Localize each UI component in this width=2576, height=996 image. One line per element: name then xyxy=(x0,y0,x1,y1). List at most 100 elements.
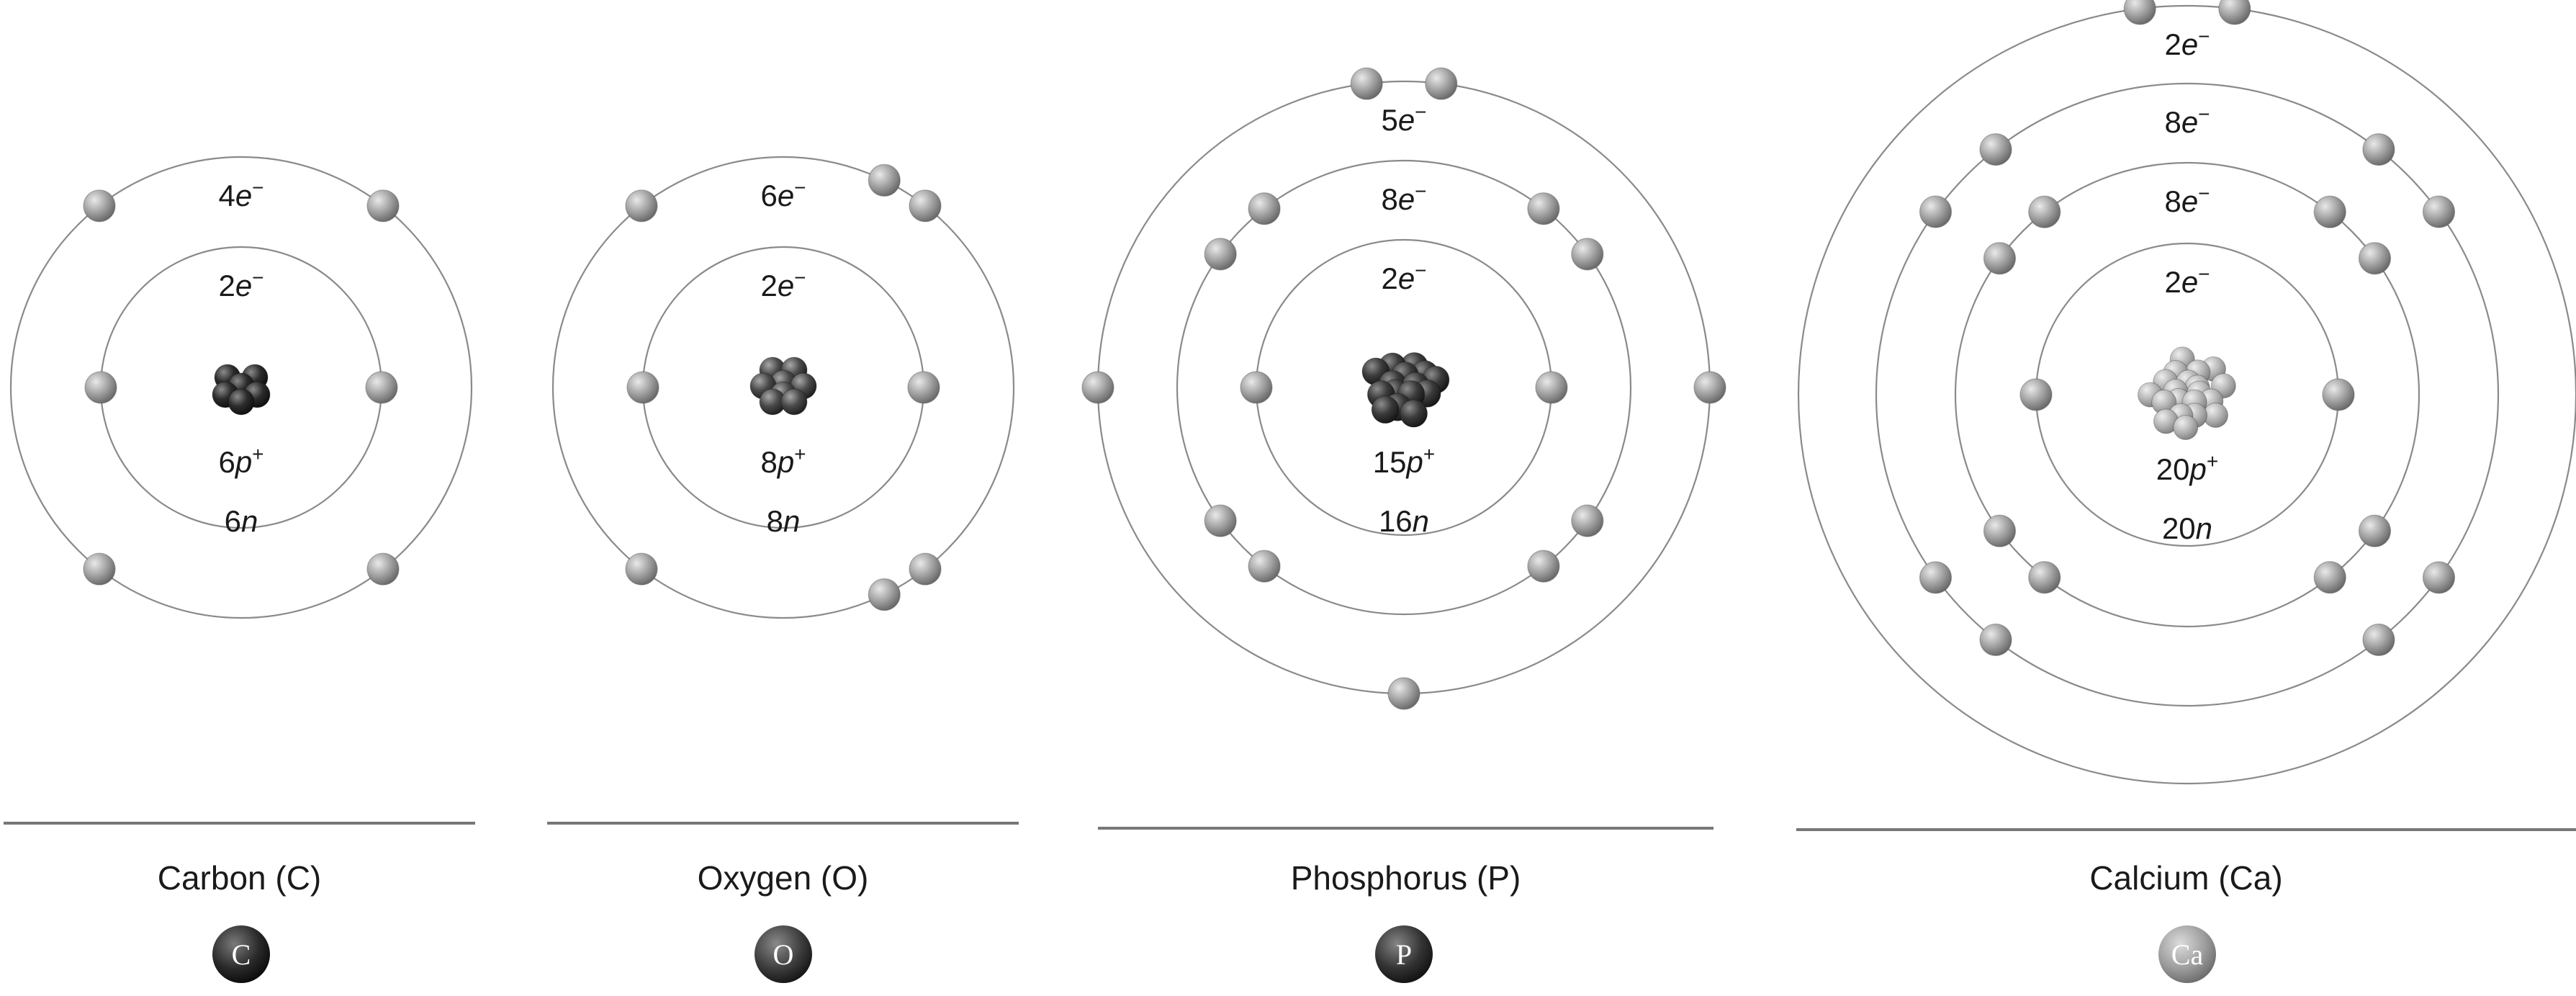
shell-1-label: 2e− xyxy=(218,266,264,302)
electron xyxy=(1204,504,1237,537)
shell-2-label: 6e− xyxy=(760,176,806,212)
shell-2-label: 4e− xyxy=(218,176,264,212)
electron xyxy=(626,371,659,404)
electron xyxy=(1527,192,1560,225)
shell-1-label-charge: − xyxy=(2198,263,2210,285)
electron xyxy=(2028,561,2061,594)
proton-label-charge: + xyxy=(2207,450,2218,472)
electron xyxy=(2218,0,2251,25)
element-symbol-sphere xyxy=(1375,925,1433,983)
electron xyxy=(2313,195,2346,228)
neutron-label-count: 16 xyxy=(1379,504,1413,538)
element-name: Calcium (Ca) xyxy=(2089,859,2282,897)
orbit-shell-2 xyxy=(1954,161,2420,628)
shell-3-label-count: 5 xyxy=(1381,103,1397,137)
proton-label-unit: p xyxy=(234,445,252,479)
electron xyxy=(2362,623,2395,657)
electron xyxy=(907,371,940,404)
shell-1-label: 2e− xyxy=(760,266,806,302)
shell-1-label-unit: e xyxy=(1398,261,1415,295)
nucleon xyxy=(1371,395,1400,424)
proton-label-unit: p xyxy=(776,445,794,479)
electron xyxy=(366,552,400,586)
shell-1-label-unit: e xyxy=(778,269,794,302)
electron xyxy=(1571,238,1604,271)
electron xyxy=(2028,195,2061,228)
electron xyxy=(2322,378,2355,411)
electron xyxy=(868,578,901,611)
electron xyxy=(366,189,400,223)
shell-2-label-count: 4 xyxy=(218,179,235,212)
electron xyxy=(1081,371,1114,404)
element-symbol-sphere xyxy=(755,925,812,983)
electron xyxy=(1979,133,2012,166)
neutron-label: 6n xyxy=(225,504,258,538)
shell-1-label-charge: − xyxy=(794,266,806,289)
element-symbol: O xyxy=(773,938,794,971)
electron xyxy=(2123,0,2156,25)
electron xyxy=(1204,238,1237,271)
electron xyxy=(2019,378,2053,411)
shell-1-label-count: 2 xyxy=(760,269,777,302)
nucleon xyxy=(2173,415,2199,441)
orbit-shell-4 xyxy=(1798,5,2576,784)
electron xyxy=(909,552,942,586)
element-name: Carbon (C) xyxy=(158,859,322,897)
electron xyxy=(1350,67,1383,100)
shell-1-label-charge: − xyxy=(1415,259,1426,282)
nucleus xyxy=(2138,346,2236,441)
shell-1-label-unit: e xyxy=(235,269,252,302)
electron xyxy=(868,163,901,197)
shell-1-label-count: 2 xyxy=(218,269,235,302)
neutron-label: 16n xyxy=(1379,504,1429,538)
neutron-label-count: 20 xyxy=(2162,511,2196,545)
shell-2-label: 8e− xyxy=(1381,180,1426,216)
proton-label-count: 20 xyxy=(2156,452,2190,486)
element-symbol: C xyxy=(232,938,251,971)
shell-2-label-charge: − xyxy=(252,176,264,199)
electron xyxy=(1240,371,1273,404)
shell-3-label-charge: − xyxy=(2198,103,2210,125)
proton-label-count: 8 xyxy=(760,445,777,479)
shell-4-label-charge: − xyxy=(2198,25,2210,48)
nucleon xyxy=(228,388,255,416)
nucleus xyxy=(212,364,271,416)
shell-1-label-count: 2 xyxy=(2164,265,2181,299)
neutron-label: 8n xyxy=(767,504,801,538)
neutron-label-count: 8 xyxy=(767,504,783,538)
neutron-label-unit: n xyxy=(2196,511,2212,545)
electron xyxy=(1387,677,1420,710)
proton-label-unit: p xyxy=(1405,445,1423,479)
electron xyxy=(625,189,658,223)
element-symbol: Ca xyxy=(2171,938,2204,971)
shell-4-label-unit: e xyxy=(2181,27,2198,61)
proton-label: 15p+ xyxy=(1373,443,1435,479)
electron xyxy=(1983,242,2017,275)
electron xyxy=(1248,549,1281,583)
nucleus xyxy=(749,356,817,416)
shell-2-label-unit: e xyxy=(235,179,252,212)
electron xyxy=(83,189,116,223)
electron xyxy=(2422,561,2456,594)
shell-2-label-charge: − xyxy=(2198,182,2210,205)
electron xyxy=(2358,242,2392,275)
electron xyxy=(1919,195,1953,228)
proton-label: 8p+ xyxy=(760,443,806,479)
shell-3-label-unit: e xyxy=(1398,103,1415,137)
element-symbol-sphere xyxy=(212,925,270,983)
shell-2-label-charge: − xyxy=(1415,180,1426,202)
shell-2-label-count: 8 xyxy=(2164,184,2181,218)
nucleon xyxy=(780,388,808,416)
shell-2-label-count: 8 xyxy=(1381,182,1397,216)
shell-2-label-unit: e xyxy=(2181,184,2198,218)
proton-label-count: 6 xyxy=(218,445,235,479)
orbit-shell-2 xyxy=(9,156,473,619)
shell-1-label-count: 2 xyxy=(1381,261,1397,295)
electron xyxy=(2358,514,2392,547)
